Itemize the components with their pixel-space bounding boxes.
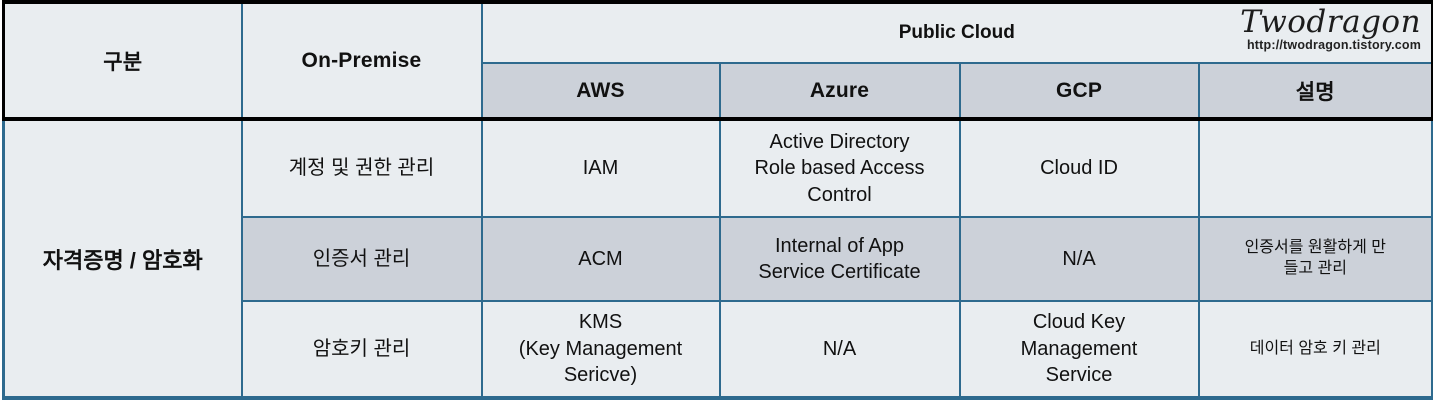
cell-item-encryption-key: 암호키 관리 <box>240 300 483 400</box>
table-row: 자격증명 / 암호화 계정 및 권한 관리 IAM Active Directo… <box>2 118 1433 400</box>
brand-url: http://twodragon.tistory.com <box>1246 38 1422 52</box>
table-row: 암호키 관리 KMS (Key Management Sericve) N/A … <box>4 300 1433 400</box>
cell-gcp-cloudid: Cloud ID <box>958 118 1200 218</box>
cell-desc-certificate: 인증서를 원활하게 만 들고 관리 <box>1197 216 1433 302</box>
cell-aws-kms: KMS (Key Management Sericve) <box>480 300 721 400</box>
header-description: 설명 <box>1197 62 1433 121</box>
cell-azure-na: N/A <box>718 300 961 400</box>
table-row: 인증서 관리 ACM Internal of App Service Certi… <box>4 216 1433 302</box>
cell-azure-ad: Active Directory Role based Access Contr… <box>718 118 961 218</box>
cell-desc-account <box>1197 118 1433 218</box>
header-row-2: AWS Azure GCP 설명 <box>4 62 1433 121</box>
cell-item-account: 계정 및 권한 관리 <box>240 118 483 218</box>
header-public-cloud-cell: Public Cloud Twodragon http://twodragon.… <box>480 0 1433 64</box>
header-aws: AWS <box>480 62 721 121</box>
public-cloud-label: Public Cloud <box>898 22 1015 43</box>
cell-gcp-kms: Cloud Key Management Service <box>958 300 1200 400</box>
row-group-label: 자격증명 / 암호화 <box>2 118 243 400</box>
cell-item-certificate: 인증서 관리 <box>240 216 483 302</box>
cell-gcp-na: N/A <box>958 216 1200 302</box>
header-gcp: GCP <box>958 62 1200 121</box>
cell-azure-appservice-cert: Internal of App Service Certificate <box>718 216 961 302</box>
header-row-1: 구분 On-Premise Public Cloud Twodragon htt… <box>2 0 1433 121</box>
header-category: 구분 <box>2 0 243 121</box>
header-azure: Azure <box>718 62 961 121</box>
cell-desc-encryption-key: 데이터 암호 키 관리 <box>1197 300 1433 400</box>
brand-logo: Twodragon <box>1240 4 1422 40</box>
cell-aws-iam: IAM <box>480 118 721 218</box>
brand-watermark: Twodragon http://twodragon.tistory.com <box>1240 7 1421 52</box>
cell-aws-acm: ACM <box>480 216 721 302</box>
header-onpremise: On-Premise <box>240 0 483 121</box>
